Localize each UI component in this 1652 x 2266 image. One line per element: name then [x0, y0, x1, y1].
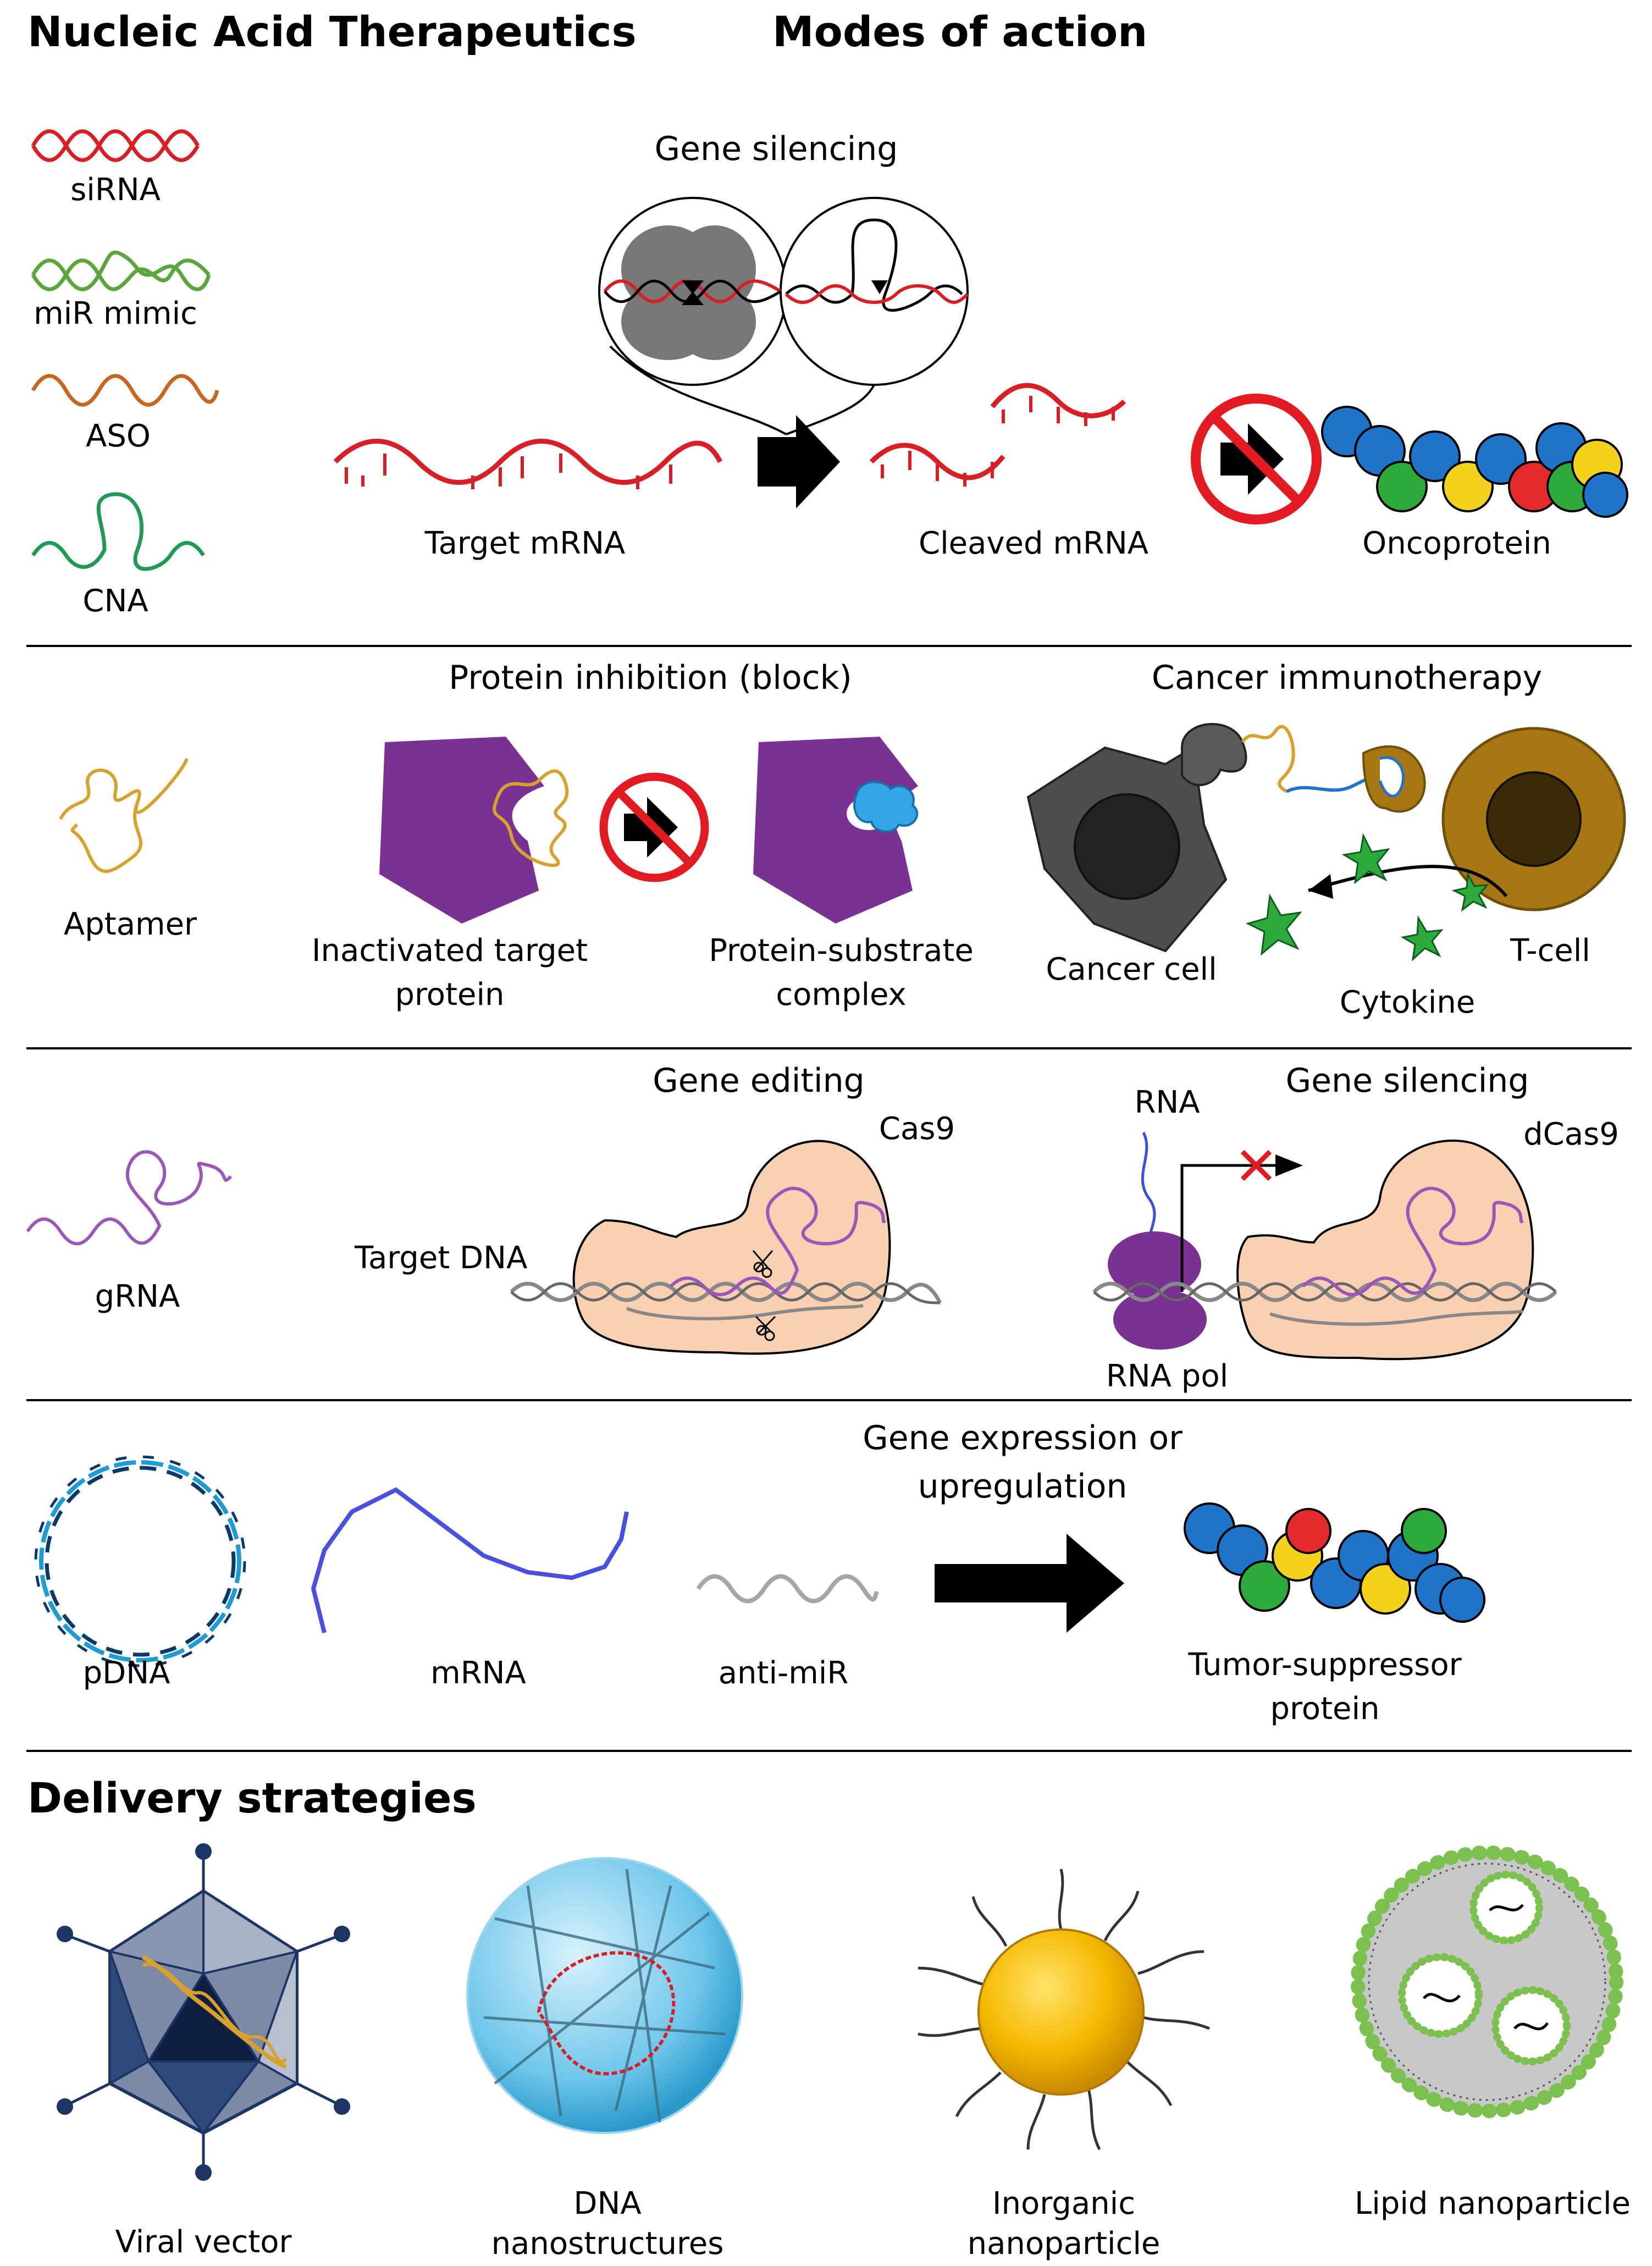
gene-expression-title-2: upregulation [918, 1467, 1128, 1506]
blocked-arrow-2-icon [599, 772, 709, 882]
delivery-strategies-title: Delivery strategies [27, 1773, 477, 1822]
dcas9-diagram [1092, 1131, 1557, 1361]
mir-mimic-label: miR mimic [34, 296, 197, 331]
modes-of-action-title: Modes of action [772, 7, 1148, 56]
lipid-nanoparticle-icon [1351, 1845, 1623, 2118]
rna-label: RNA [1134, 1085, 1200, 1120]
target-dna-label: Target DNA [355, 1240, 528, 1276]
mrna-label: mRNA [430, 1655, 526, 1691]
cleaved-mrna-icon [869, 383, 1126, 487]
cna-icon [31, 492, 205, 571]
gene-silencing-crispr-title: Gene silencing [1285, 1062, 1529, 1100]
dcas9-label: dCas9 [1523, 1117, 1619, 1152]
complex-label-1: Protein-substrate [709, 933, 974, 969]
aptamer-label: Aptamer [63, 907, 197, 942]
cancer-cell-label: Cancer cell [1046, 952, 1217, 987]
cancer-immunotherapy-title: Cancer immunotherapy [1151, 659, 1543, 697]
aptamer-icon [59, 758, 189, 873]
aso-label: ASO [86, 418, 151, 454]
inactivated-label-1: Inactivated target [311, 933, 588, 969]
divider-3 [26, 1399, 1632, 1401]
divider-4 [26, 1750, 1632, 1752]
gene-expression-title-1: Gene expression or [863, 1419, 1183, 1457]
sirna-label: siRNA [70, 172, 161, 208]
pdna-icon [34, 1455, 246, 1667]
protein-substrate-complex-icon [753, 737, 919, 924]
complex-label-2: complex [776, 977, 907, 1013]
tumor-suppressor-label-1: Tumor-suppressor [1188, 1647, 1462, 1683]
grna-label: gRNA [95, 1279, 180, 1314]
cna-label: CNA [82, 583, 148, 619]
cas9-label: Cas9 [879, 1111, 955, 1147]
cas9-diagram [510, 1140, 942, 1355]
oncoprotein-label: Oncoprotein [1362, 526, 1551, 561]
tumor-suppressor-label-2: protein [1270, 1691, 1380, 1727]
page-title: Nucleic Acid Therapeutics [27, 7, 637, 56]
divider-1 [26, 645, 1632, 647]
inorganic-label-1: Inorganic [992, 2186, 1136, 2221]
cleaved-mrna-label: Cleaved mRNA [918, 526, 1149, 561]
viral-vector-label: Viral vector [115, 2224, 292, 2260]
gene-editing-title: Gene editing [653, 1062, 865, 1100]
row1-gene-silencing-title: Gene silencing [654, 130, 898, 168]
mrna-icon [311, 1487, 629, 1633]
blocked-arrow-icon [1191, 394, 1322, 524]
dna-label-2: nanostructures [491, 2226, 724, 2262]
anti-mir-label: anti-miR [718, 1655, 849, 1691]
inorganic-label-2: nanoparticle [967, 2226, 1161, 2262]
gene-silencing-insets [598, 197, 969, 435]
oncoprotein-icon [1321, 406, 1628, 518]
protein-inhibition-title: Protein inhibition (block) [449, 659, 852, 697]
anti-mir-icon [696, 1574, 879, 1604]
dna-nanostructure-icon [466, 1857, 743, 2134]
inactivated-protein-icon [379, 737, 569, 924]
arrow-right-icon [758, 415, 840, 509]
mir-mimic-icon [31, 250, 211, 291]
inactivated-label-2: protein [395, 977, 505, 1013]
dna-label-1: DNA [573, 2186, 642, 2221]
tumor-suppressor-icon [1184, 1502, 1485, 1623]
viral-vector-icon [57, 1843, 350, 2181]
pdna-label: pDNA [82, 1655, 170, 1691]
lipid-label: Lipid nanoparticle [1355, 2186, 1631, 2221]
sirna-icon [31, 129, 200, 162]
inorganic-nanoparticle-icon [918, 1869, 1210, 2151]
grna-icon [26, 1150, 233, 1246]
divider-2 [26, 1047, 1632, 1049]
t-cell-label: T-cell [1510, 933, 1590, 969]
target-mrna-icon [333, 439, 723, 489]
aso-icon [31, 374, 219, 407]
rna-pol-label: RNA pol [1106, 1358, 1229, 1394]
immunotherapy-diagram [1026, 723, 1626, 961]
target-mrna-label: Target mRNA [424, 526, 626, 561]
arrow-right-2-icon [935, 1534, 1124, 1633]
cytokine-label: Cytokine [1339, 985, 1476, 1020]
